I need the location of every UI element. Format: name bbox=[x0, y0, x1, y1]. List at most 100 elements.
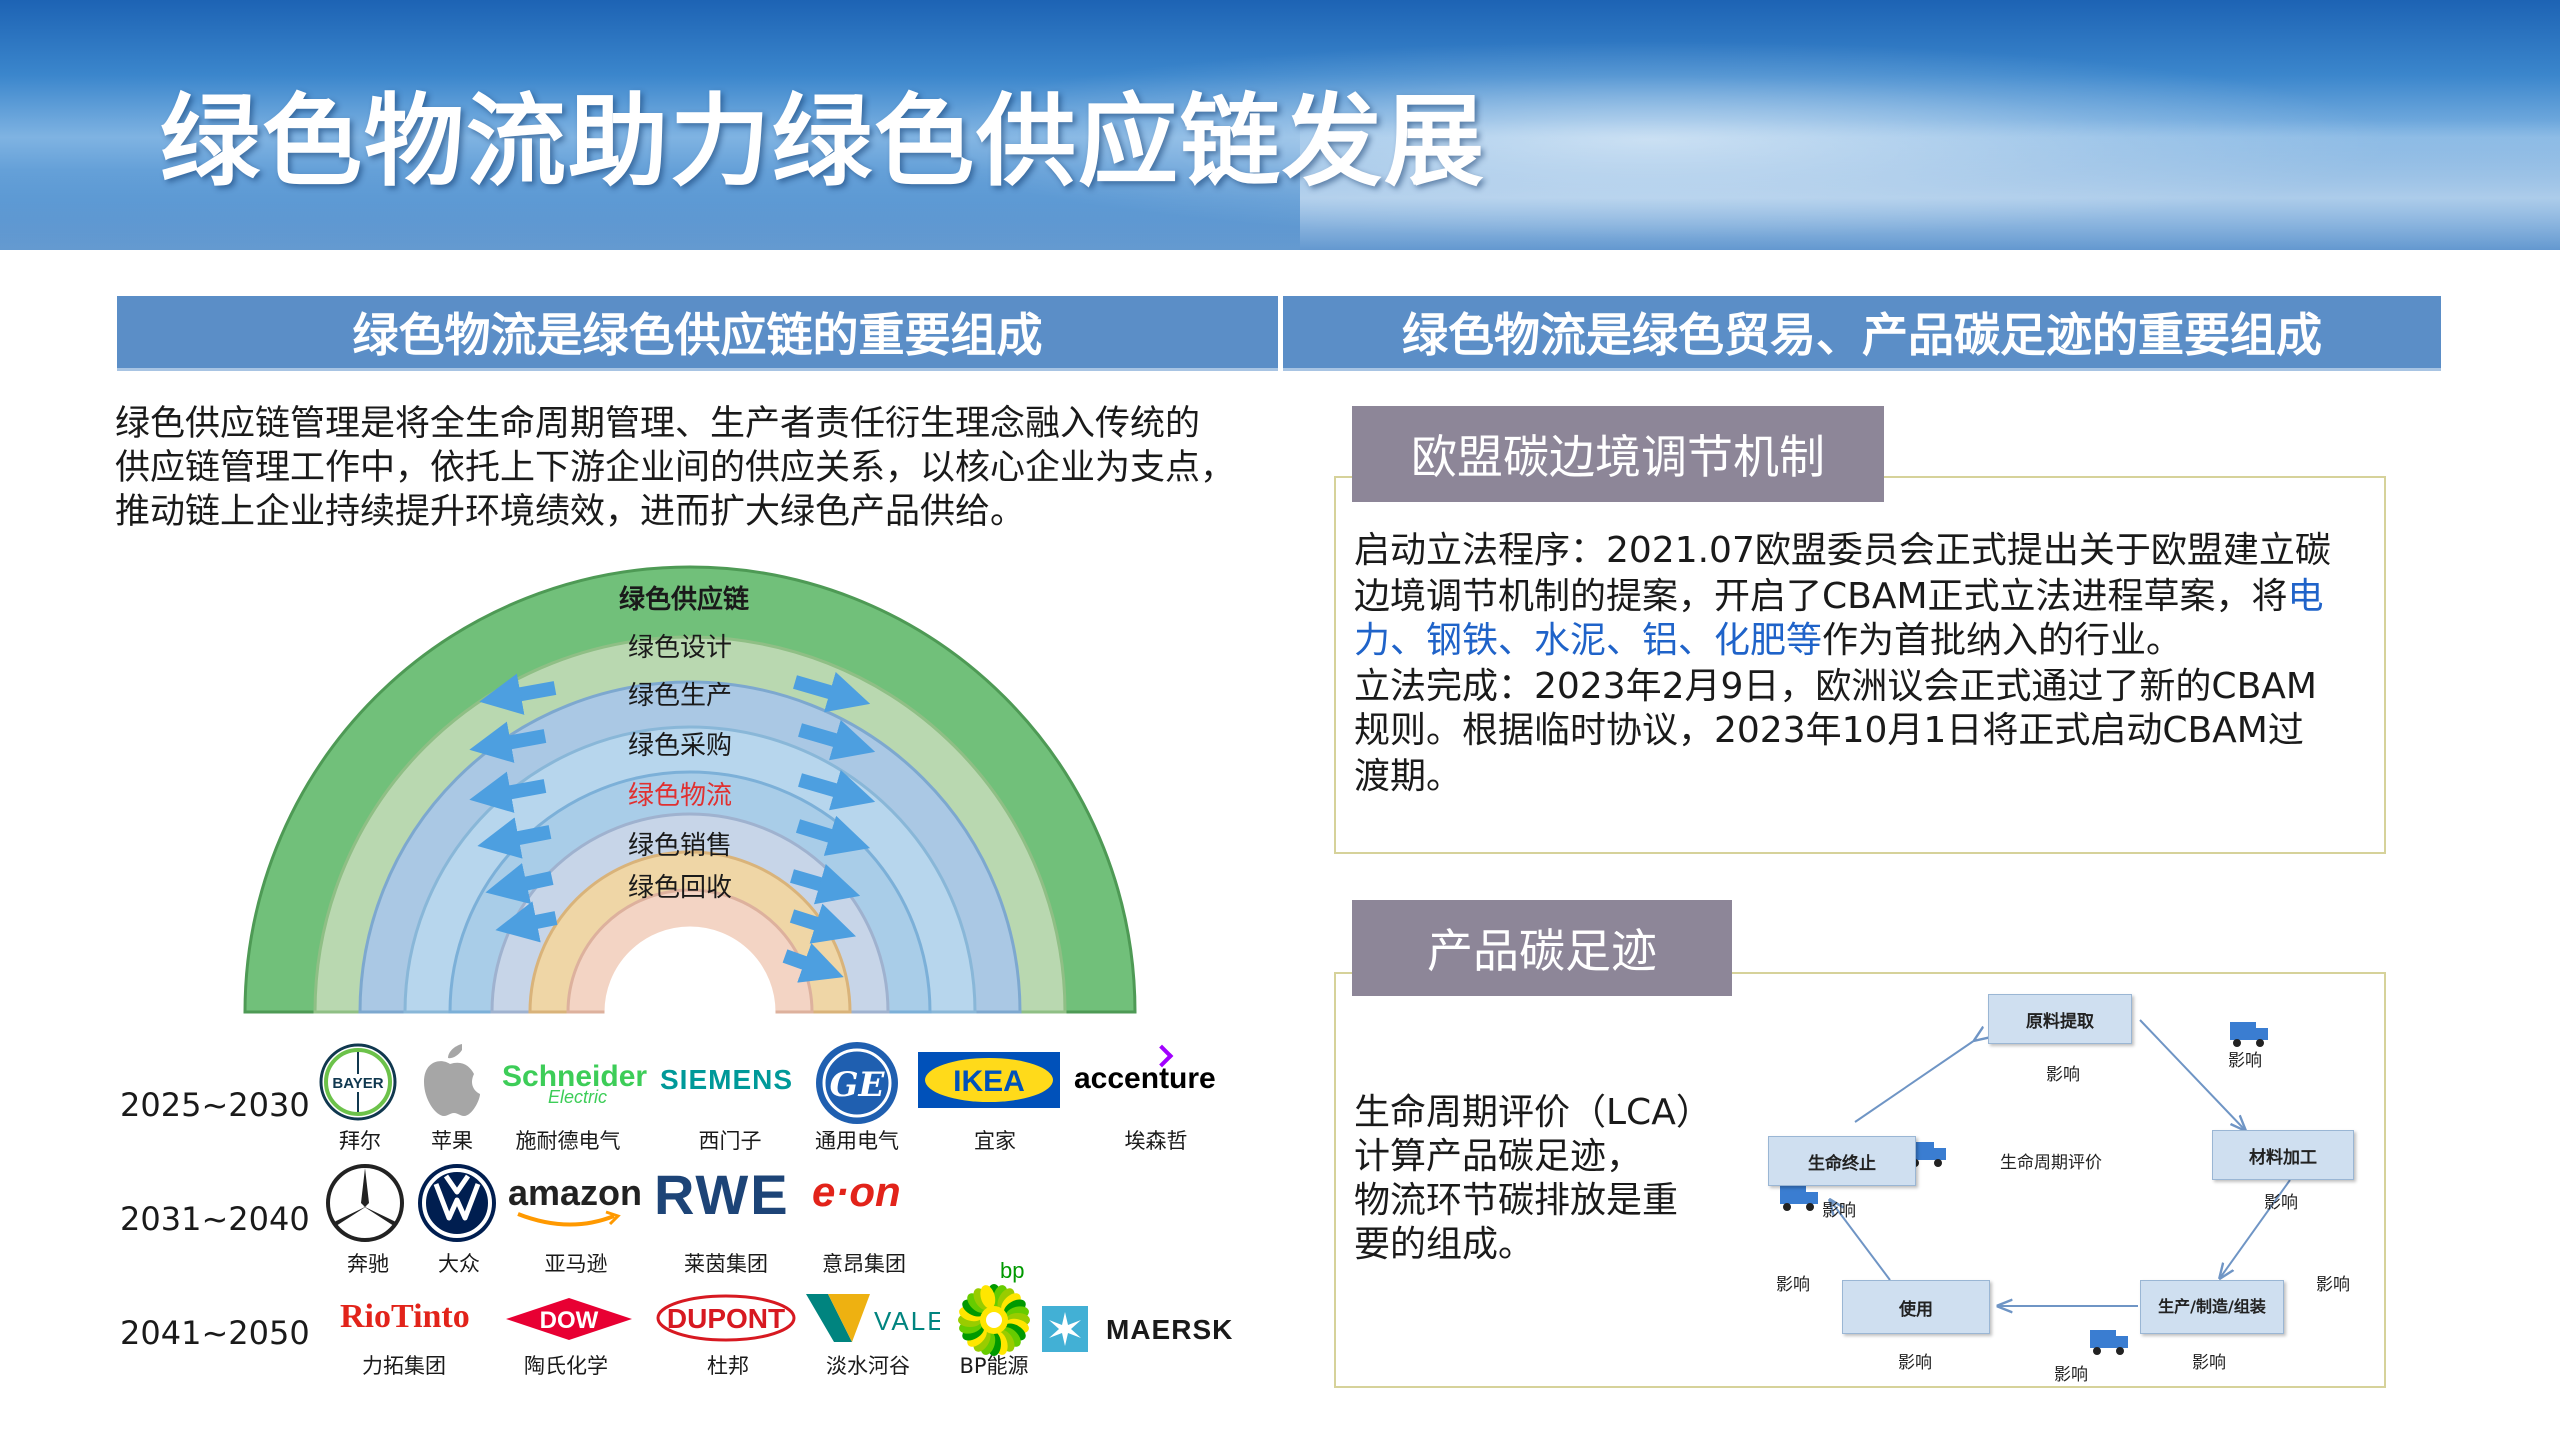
flow-arrow-icon bbox=[798, 769, 876, 811]
arc-layer-label: 绿色采购 bbox=[628, 731, 732, 761]
lca-center-label: 生命周期评价 bbox=[2000, 1153, 2102, 1173]
cbam-line-4: 立法完成：2023年2月9日，欧洲议会正式通过了新的CBAM bbox=[1354, 666, 2317, 707]
flow-arrow-icon bbox=[790, 863, 861, 905]
schneider-logo: Schneider bbox=[502, 1060, 648, 1093]
bp-helios-logo bbox=[958, 1284, 1030, 1356]
eon-logo: e·on bbox=[812, 1168, 901, 1215]
lca-impact-label: 影响 bbox=[2192, 1353, 2226, 1373]
amazon-logo: amazon bbox=[508, 1172, 643, 1213]
cbam-line-2: 边境调节机制的提案，开启了CBAM正式立法进程草案，将电 bbox=[1354, 576, 2324, 617]
caption-vale: 淡水河谷 bbox=[826, 1354, 910, 1378]
caption-schneider: 施耐德电气 bbox=[515, 1129, 621, 1153]
caption-riotinto: 力拓集团 bbox=[362, 1354, 446, 1378]
caption-ge: 通用电气 bbox=[815, 1129, 899, 1153]
right-section-header: 绿色物流是绿色贸易、产品碳足迹的重要组成 bbox=[1283, 296, 2441, 371]
dupont-logo: DUPONT bbox=[656, 1294, 796, 1342]
mercedes-logo bbox=[326, 1164, 404, 1242]
arc-layer-label: 绿色回收 bbox=[628, 873, 732, 903]
siemens-logo: SIEMENS bbox=[660, 1064, 794, 1095]
vw-logo bbox=[418, 1164, 496, 1242]
lca-node-raw-material: 原料提取 bbox=[1988, 994, 2132, 1044]
footprint-text-3: 物流环节碳排放是重 bbox=[1354, 1180, 1679, 1221]
caption-bp: BP能源 bbox=[959, 1354, 1029, 1378]
arc-layer-label: 绿色物流 bbox=[628, 781, 732, 811]
truck-icon bbox=[2230, 1022, 2268, 1047]
footprint-text-4: 要的组成。 bbox=[1354, 1224, 1535, 1265]
dow-logo-text: DOW bbox=[540, 1307, 599, 1334]
flow-arrow-icon bbox=[782, 943, 844, 983]
caption-dow: 陶氏化学 bbox=[524, 1354, 608, 1378]
lca-node-end-of-life: 生命终止 bbox=[1768, 1136, 1916, 1186]
flow-arrow-icon bbox=[477, 817, 552, 859]
caption-siemens: 西门子 bbox=[698, 1129, 762, 1153]
intro-line-1: 绿色供应链管理是将全生命周期管理、生产者责任衍生理念融入传统的 bbox=[115, 404, 1201, 444]
banner-cloud bbox=[0, 170, 1300, 250]
flow-arrow-icon bbox=[485, 863, 554, 905]
lca-node-use: 使用 bbox=[1842, 1280, 1990, 1334]
caption-amazon: 亚马逊 bbox=[544, 1252, 608, 1276]
dow-logo: DOW bbox=[506, 1298, 632, 1340]
truck-icon bbox=[1780, 1186, 1818, 1211]
caption-vw: 大众 bbox=[438, 1252, 480, 1276]
lca-impact-label: 影响 bbox=[1776, 1275, 1810, 1295]
arc-layer-label: 绿色设计 bbox=[628, 633, 732, 663]
bp-petal bbox=[980, 1285, 996, 1309]
flow-arrow-icon bbox=[795, 815, 871, 856]
caption-ikea: 宜家 bbox=[974, 1129, 1016, 1153]
schneider-logo-sub: Electric bbox=[548, 1087, 608, 1107]
arc-band bbox=[604, 926, 776, 1014]
truck-icon bbox=[2090, 1330, 2128, 1355]
amazon-smile-icon bbox=[517, 1210, 621, 1227]
caption-dupont: 杜邦 bbox=[707, 1354, 749, 1378]
cbam-tag: 欧盟碳边境调节机制 bbox=[1352, 406, 1884, 502]
vale-logo-text: VALE bbox=[874, 1306, 940, 1336]
maersk-star-logo bbox=[1042, 1306, 1088, 1352]
ge-logo: GE bbox=[816, 1042, 898, 1124]
cbam-line-3: 力、钢铁、水泥、铝、化肥等作为首批纳入的行业。 bbox=[1354, 620, 2183, 661]
page-title: 绿色物流助力绿色供应链发展 bbox=[160, 83, 1486, 200]
year-range-2: 2031~2040 bbox=[120, 1200, 310, 1238]
lca-impact-label: 影响 bbox=[2228, 1051, 2262, 1071]
ikea-logo-text: IKEA bbox=[953, 1065, 1025, 1098]
arc-layer-label: 绿色供应链 bbox=[619, 584, 749, 615]
riotinto-logo: RioTinto bbox=[340, 1298, 470, 1335]
ikea-logo: IKEA bbox=[918, 1052, 1060, 1108]
lca-impact-label: 影响 bbox=[2054, 1365, 2088, 1385]
footprint-text-2: 计算产品碳足迹， bbox=[1354, 1136, 1643, 1177]
bp-logo-text: bp bbox=[1000, 1258, 1025, 1283]
flow-arrow-icon bbox=[789, 903, 857, 944]
ge-logo-text: GE bbox=[830, 1065, 886, 1105]
lca-node-processing: 材料加工 bbox=[2212, 1130, 2354, 1180]
caption-rwe: 莱茵集团 bbox=[684, 1252, 768, 1276]
intro-line-3: 推动链上企业持续提升环境绩效，进而扩大绿色产品供给。 bbox=[115, 492, 1026, 532]
left-section-header: 绿色物流是绿色供应链的重要组成 bbox=[117, 296, 1278, 371]
rwe-logo: RWE bbox=[654, 1163, 790, 1226]
year-range-1: 2025~2030 bbox=[120, 1086, 310, 1124]
flow-arrow-icon bbox=[798, 719, 876, 761]
flow-arrow-icon bbox=[479, 673, 557, 715]
lca-impact-label: 影响 bbox=[2046, 1065, 2080, 1085]
bayer-logo: BAYER bbox=[319, 1043, 397, 1121]
flow-arrow-icon bbox=[469, 721, 547, 763]
bayer-logo-text: BAYER bbox=[332, 1075, 383, 1092]
maersk-logo: MAERSK bbox=[1106, 1314, 1234, 1345]
caption-bayer: 拜尔 bbox=[339, 1129, 381, 1153]
lca-impact-label: 影响 bbox=[2264, 1193, 2298, 1213]
flow-arrow-icon bbox=[469, 771, 547, 813]
cbam-line-1: 启动立法程序：2021.07欧盟委员会正式提出关于欧盟建立碳 bbox=[1354, 530, 2331, 571]
arc-layer-label: 绿色销售 bbox=[628, 831, 732, 861]
footprint-tag: 产品碳足迹 bbox=[1352, 900, 1732, 996]
caption-apple: 苹果 bbox=[431, 1129, 473, 1153]
dupont-logo-text: DUPONT bbox=[667, 1303, 785, 1334]
year-range-3: 2041~2050 bbox=[120, 1314, 310, 1352]
flow-arrow-icon bbox=[793, 671, 871, 713]
lca-impact-label: 影响 bbox=[2316, 1275, 2350, 1295]
lca-impact-label: 影响 bbox=[1898, 1353, 1932, 1373]
apple-logo bbox=[424, 1044, 480, 1116]
vale-logo: VALE bbox=[806, 1294, 940, 1342]
arc-layer-label: 绿色生产 bbox=[628, 681, 732, 711]
header-banner bbox=[0, 0, 2560, 250]
cbam-line-6: 渡期。 bbox=[1354, 756, 1463, 797]
accenture-logo: accenture bbox=[1074, 1062, 1216, 1095]
